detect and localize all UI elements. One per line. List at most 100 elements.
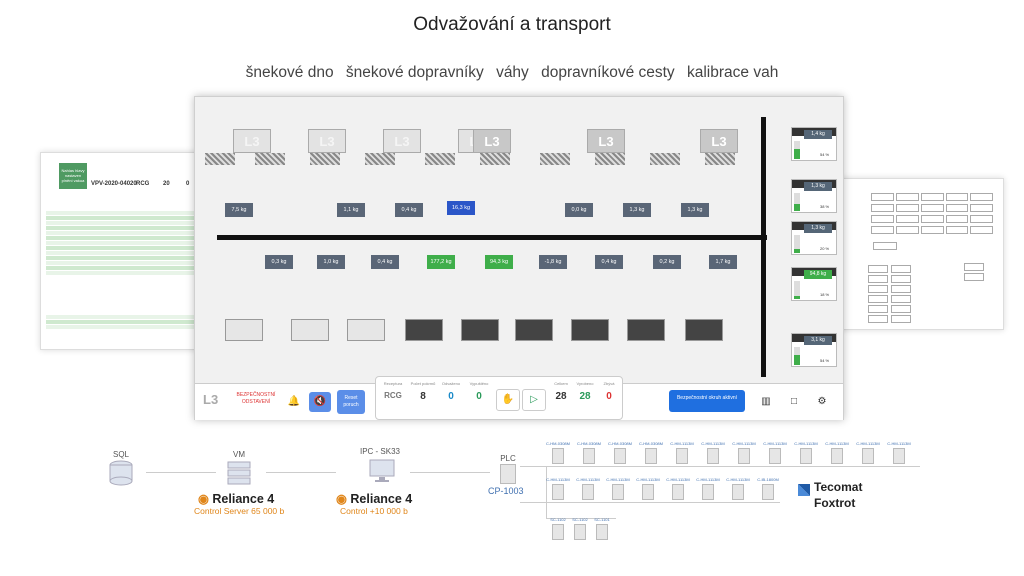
menu-item-vahy[interactable]: váhy xyxy=(496,64,529,81)
bin-9[interactable] xyxy=(685,319,723,341)
io-module[interactable] xyxy=(614,448,626,464)
bin-3[interactable] xyxy=(347,319,385,341)
right-unit-4[interactable]: 94,8 kg 18 % xyxy=(791,267,837,301)
screw-feeder[interactable] xyxy=(705,153,735,165)
screw-feeder[interactable] xyxy=(650,153,680,165)
main-conveyor[interactable] xyxy=(217,235,767,240)
hopper-2[interactable]: L3 xyxy=(308,129,346,153)
reliance-server-title: ◉ Reliance 4 xyxy=(198,492,275,506)
right-unit-percent: 54 % xyxy=(820,152,830,157)
bin-1[interactable] xyxy=(225,319,263,341)
io-module[interactable] xyxy=(552,484,564,500)
io-module[interactable] xyxy=(612,484,624,500)
hopper-5[interactable]: L3 xyxy=(473,129,511,153)
window-icon[interactable]: □ xyxy=(790,396,798,407)
hopper-3[interactable]: L3 xyxy=(383,129,421,153)
screw-feeder[interactable] xyxy=(255,153,285,165)
right-unit-weight: 94,8 kg xyxy=(804,270,832,279)
io-module[interactable] xyxy=(552,448,564,464)
menu-item-snekove-dopravniky[interactable]: šnekové dopravníky xyxy=(345,64,484,81)
io-module[interactable] xyxy=(676,448,688,464)
screw-feeder[interactable] xyxy=(365,153,395,165)
bin-7[interactable] xyxy=(571,319,609,341)
io-module[interactable] xyxy=(800,448,812,464)
tecomat-logo xyxy=(798,483,810,501)
menu-item-dopravnikove-cesty[interactable]: dopravníkové cesty xyxy=(541,64,675,81)
top-scale-1[interactable]: 7,5 kg xyxy=(225,203,253,217)
top-scale-3[interactable]: 0,4 kg xyxy=(395,203,423,217)
weighed-label: Odvaženo xyxy=(441,381,461,386)
top-scale-7[interactable]: 1,3 kg xyxy=(681,203,709,217)
io-module[interactable] xyxy=(582,484,594,500)
top-scale-4[interactable]: 16,3 kg xyxy=(447,201,475,215)
bin-4[interactable] xyxy=(405,319,443,341)
play-icon[interactable]: ▷ xyxy=(522,389,546,411)
right-unit-2[interactable]: 1,3 kg 38 % xyxy=(791,179,837,213)
menu-item-snekove-dno[interactable]: šnekové dno xyxy=(245,64,334,81)
top-scale-6[interactable]: 1,3 kg xyxy=(623,203,651,217)
right-unit-5[interactable]: 3,1 kg 54 % xyxy=(791,333,837,367)
menu-item-kalibrace-vah[interactable]: kalibrace vah xyxy=(686,64,779,81)
reliance-control-subtitle: Control +10 000 b xyxy=(340,506,408,516)
io-module[interactable] xyxy=(596,524,608,540)
module-label: C-HM-1113M xyxy=(546,477,570,482)
bin-5[interactable] xyxy=(461,319,499,341)
bottom-scale-2[interactable]: 1,0 kg xyxy=(317,255,345,269)
module-label: C-HM-1113M xyxy=(856,441,880,446)
safety-circuit-button[interactable]: Bezpečnostní okruh aktivní xyxy=(669,390,745,412)
io-module[interactable] xyxy=(583,448,595,464)
safety-shutdown-text: BEZPEČNOSTNÍ ODSTAVENÍ xyxy=(236,392,276,405)
io-module[interactable] xyxy=(893,448,905,464)
io-module[interactable] xyxy=(707,448,719,464)
remaining-value: 0 xyxy=(606,391,612,402)
bin-6[interactable] xyxy=(515,319,553,341)
hopper-6[interactable]: L3 xyxy=(587,129,625,153)
screw-feeder[interactable] xyxy=(425,153,455,165)
right-unit-percent: 38 % xyxy=(820,204,830,209)
bin-2[interactable] xyxy=(291,319,329,341)
io-module[interactable] xyxy=(552,524,564,540)
right-unit-1[interactable]: 1,4 kg 54 % xyxy=(791,127,837,161)
hopper-1[interactable]: L3 xyxy=(233,129,271,153)
factory-icon[interactable]: ▥ xyxy=(761,396,771,407)
reset-faults-button[interactable]: Reset poruch xyxy=(337,390,365,414)
right-unit-3[interactable]: 1,3 kg 20 % xyxy=(791,221,837,255)
bin-8[interactable] xyxy=(627,319,665,341)
io-module[interactable] xyxy=(574,524,586,540)
bell-icon[interactable]: 🔔 xyxy=(287,396,301,407)
ingredient-table-2 xyxy=(46,315,196,330)
io-module[interactable] xyxy=(732,484,744,500)
io-module[interactable] xyxy=(762,484,774,500)
bottom-scale-1[interactable]: 0,3 kg xyxy=(265,255,293,269)
bottom-scale-9[interactable]: 1,7 kg xyxy=(709,255,737,269)
screw-feeder[interactable] xyxy=(540,153,570,165)
bottom-scale-3[interactable]: 0,4 kg xyxy=(371,255,399,269)
bottom-scale-7[interactable]: 0,4 kg xyxy=(595,255,623,269)
hand-icon[interactable]: ✋ xyxy=(496,389,520,411)
screw-feeder[interactable] xyxy=(205,153,235,165)
top-scale-5[interactable]: 0,0 kg xyxy=(565,203,593,217)
bottom-scale-4[interactable]: 177,2 kg xyxy=(427,255,455,269)
io-module[interactable] xyxy=(672,484,684,500)
top-scale-2[interactable]: 1,1 kg xyxy=(337,203,365,217)
bottom-scale-6[interactable]: -1,8 kg xyxy=(539,255,567,269)
screw-feeder[interactable] xyxy=(480,153,510,165)
io-module[interactable] xyxy=(642,484,654,500)
io-module[interactable] xyxy=(769,448,781,464)
io-module[interactable] xyxy=(862,448,874,464)
io-module[interactable] xyxy=(738,448,750,464)
io-module[interactable] xyxy=(831,448,843,464)
dish-count-value: 8 xyxy=(420,391,426,402)
screw-feeder[interactable] xyxy=(595,153,625,165)
hopper-7[interactable]: L3 xyxy=(700,129,738,153)
io-module[interactable] xyxy=(702,484,714,500)
gear-icon[interactable]: ⚙ xyxy=(817,396,827,407)
bottom-scale-8[interactable]: 0,2 kg xyxy=(653,255,681,269)
bottom-scale-5[interactable]: 94,3 kg xyxy=(485,255,513,269)
io-module[interactable] xyxy=(645,448,657,464)
screw-feeder[interactable] xyxy=(310,153,340,165)
calibration-panel xyxy=(832,178,1004,330)
mute-icon[interactable]: 🔇 xyxy=(309,392,331,412)
calibration-grid xyxy=(843,193,993,253)
vertical-conveyor[interactable] xyxy=(761,117,766,377)
